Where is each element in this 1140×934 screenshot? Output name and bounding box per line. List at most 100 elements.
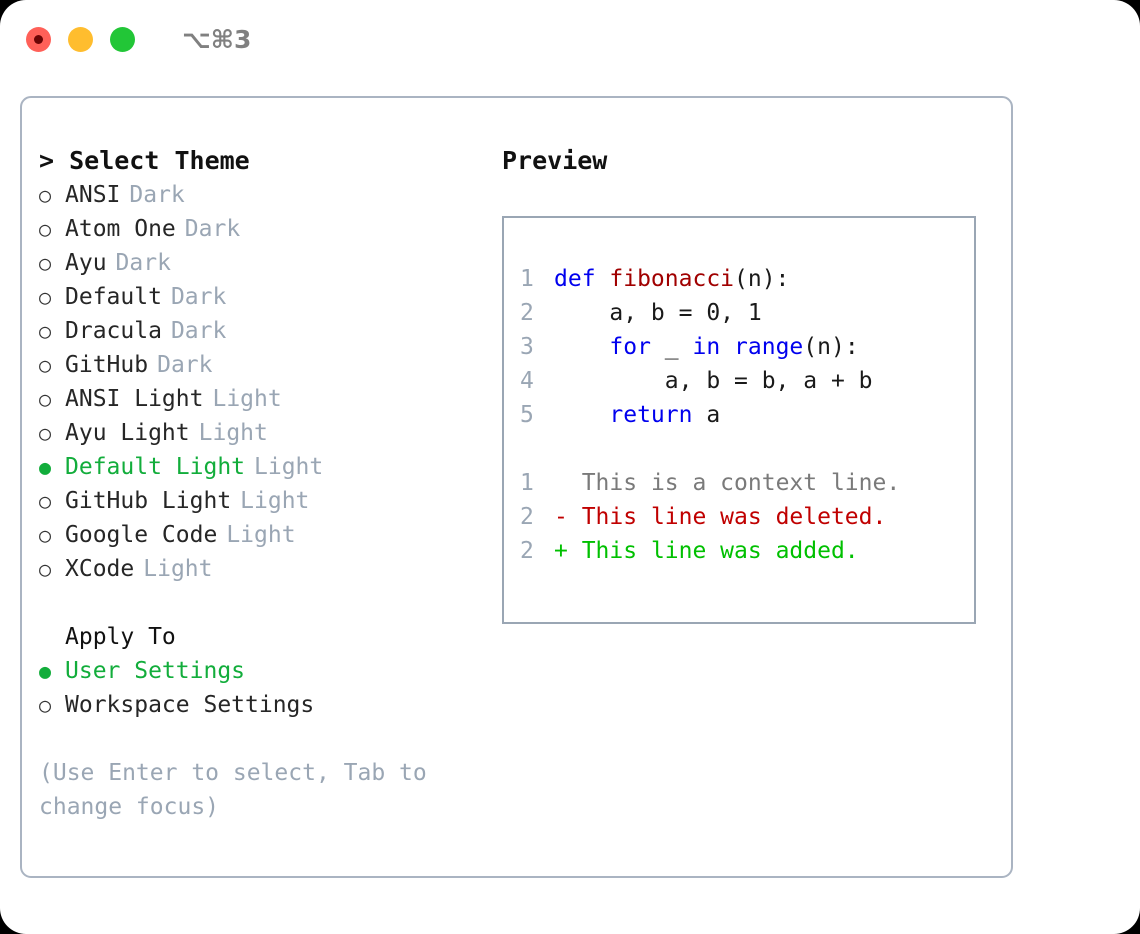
diff-marker: + xyxy=(554,538,582,564)
spacer xyxy=(520,432,974,466)
theme-list-item[interactable]: ○ ANSI Dark xyxy=(39,178,484,212)
radio-unselected-icon: ○ xyxy=(39,285,52,309)
maximize-button[interactable] xyxy=(110,26,135,52)
radio-unselected-icon: ○ xyxy=(39,523,52,547)
diff-sample: 1 This is a context line.2- This line wa… xyxy=(520,466,974,568)
line-number: 4 xyxy=(520,368,534,394)
theme-list-item[interactable]: ○ Ayu Light Light xyxy=(39,416,484,450)
radio-selected-icon: ● xyxy=(39,659,52,683)
theme-name: XCode xyxy=(65,556,135,582)
theme-list-item[interactable]: ○ Default Dark xyxy=(39,280,484,314)
apply-to-item[interactable]: ● User Settings xyxy=(39,654,484,688)
code-line: 5 return a xyxy=(520,398,974,432)
theme-name: ANSI xyxy=(65,182,121,208)
line-number: 2 xyxy=(520,538,534,564)
code-token: return xyxy=(609,402,693,428)
theme-variant-tag: Light xyxy=(240,488,310,514)
code-token: (n): xyxy=(734,266,790,292)
title-bar: ⌥⌘3 xyxy=(0,0,1140,78)
theme-name: Ayu Light xyxy=(65,420,190,446)
spacer xyxy=(39,586,484,620)
minimize-button[interactable] xyxy=(68,26,93,52)
theme-list-item[interactable]: ○ XCode Light xyxy=(39,552,484,586)
code-token: range xyxy=(734,334,804,360)
diff-text: This line was deleted. xyxy=(581,504,887,530)
code-token: for xyxy=(609,334,651,360)
theme-list-item[interactable]: ○ Google Code Light xyxy=(39,518,484,552)
theme-variant-tag: Light xyxy=(198,420,268,446)
preview-title: Preview xyxy=(502,146,608,175)
radio-unselected-icon: ○ xyxy=(39,353,52,377)
code-line: 2 a, b = 0, 1 xyxy=(520,296,974,330)
code-token: a, b = b, a + b xyxy=(554,368,873,394)
radio-unselected-icon: ○ xyxy=(39,183,52,207)
theme-list-item[interactable]: ○ Atom One Dark xyxy=(39,212,484,246)
radio-unselected-icon: ○ xyxy=(39,217,52,241)
close-button[interactable] xyxy=(26,26,51,52)
theme-variant-tag: Dark xyxy=(184,216,241,242)
line-number: 1 xyxy=(520,470,534,496)
line-number: 2 xyxy=(520,504,534,530)
code-token: a xyxy=(692,402,721,428)
theme-variant-tag: Light xyxy=(212,386,282,412)
diff-text: This line was added. xyxy=(581,538,859,564)
theme-name: Google Code xyxy=(65,522,218,548)
line-number: 3 xyxy=(520,334,534,360)
apply-to-heading: Apply To xyxy=(65,624,176,650)
theme-variant-tag: Dark xyxy=(157,352,213,378)
diff-line: 1 This is a context line. xyxy=(520,466,974,500)
code-token xyxy=(554,398,609,432)
code-token: _ xyxy=(650,334,693,360)
theme-variant-tag: Dark xyxy=(129,182,185,208)
window-controls xyxy=(26,26,135,52)
theme-list-item[interactable]: ○ ANSI Light Light xyxy=(39,382,484,416)
theme-list-item[interactable]: ○ Dracula Dark xyxy=(39,314,484,348)
apply-to-label: Workspace Settings xyxy=(65,692,315,718)
radio-unselected-icon: ○ xyxy=(39,421,52,445)
code-token: def xyxy=(554,266,610,292)
theme-name: ANSI Light xyxy=(65,386,204,412)
theme-name: Ayu xyxy=(65,250,107,276)
apply-to-label: User Settings xyxy=(65,658,246,684)
radio-unselected-icon: ○ xyxy=(39,251,52,275)
radio-unselected-icon: ○ xyxy=(39,693,52,717)
theme-variant-tag: Light xyxy=(226,522,296,548)
record-indicator-icon xyxy=(34,34,43,44)
keyboard-hint: (Use Enter to select, Tab to change focu… xyxy=(39,760,441,820)
line-number: 2 xyxy=(520,300,534,326)
theme-variant-tag: Dark xyxy=(170,318,227,344)
radio-unselected-icon: ○ xyxy=(39,387,52,411)
diff-text: This is a context line. xyxy=(581,470,901,496)
code-token: a, b = 0, 1 xyxy=(554,300,762,326)
diff-marker xyxy=(554,466,582,500)
diff-line: 2- This line was deleted. xyxy=(520,500,974,534)
theme-variant-tag: Light xyxy=(143,556,213,582)
theme-name: GitHub xyxy=(65,352,149,378)
code-token xyxy=(554,330,609,364)
apply-to-list[interactable]: ● User Settings ○ Workspace Settings xyxy=(39,654,484,722)
apply-to-item[interactable]: ○ Workspace Settings xyxy=(39,688,484,722)
theme-name: Atom One xyxy=(65,216,176,242)
radio-unselected-icon: ○ xyxy=(39,489,52,513)
code-line: 1 def fibonacci(n): xyxy=(520,262,974,296)
line-number: 1 xyxy=(520,266,534,292)
radio-unselected-icon: ○ xyxy=(39,557,52,581)
radio-unselected-icon: ○ xyxy=(39,319,52,343)
code-line: 4 a, b = b, a + b xyxy=(520,364,974,398)
theme-name: Dracula xyxy=(65,318,162,344)
theme-variant-tag: Dark xyxy=(170,284,227,310)
line-number: 5 xyxy=(520,402,534,428)
theme-name: Default xyxy=(65,284,162,310)
code-token: fibonacci xyxy=(609,266,735,292)
code-line: 3 for _ in range(n): xyxy=(520,330,974,364)
theme-list-item[interactable]: ○ GitHub Dark xyxy=(39,348,484,382)
